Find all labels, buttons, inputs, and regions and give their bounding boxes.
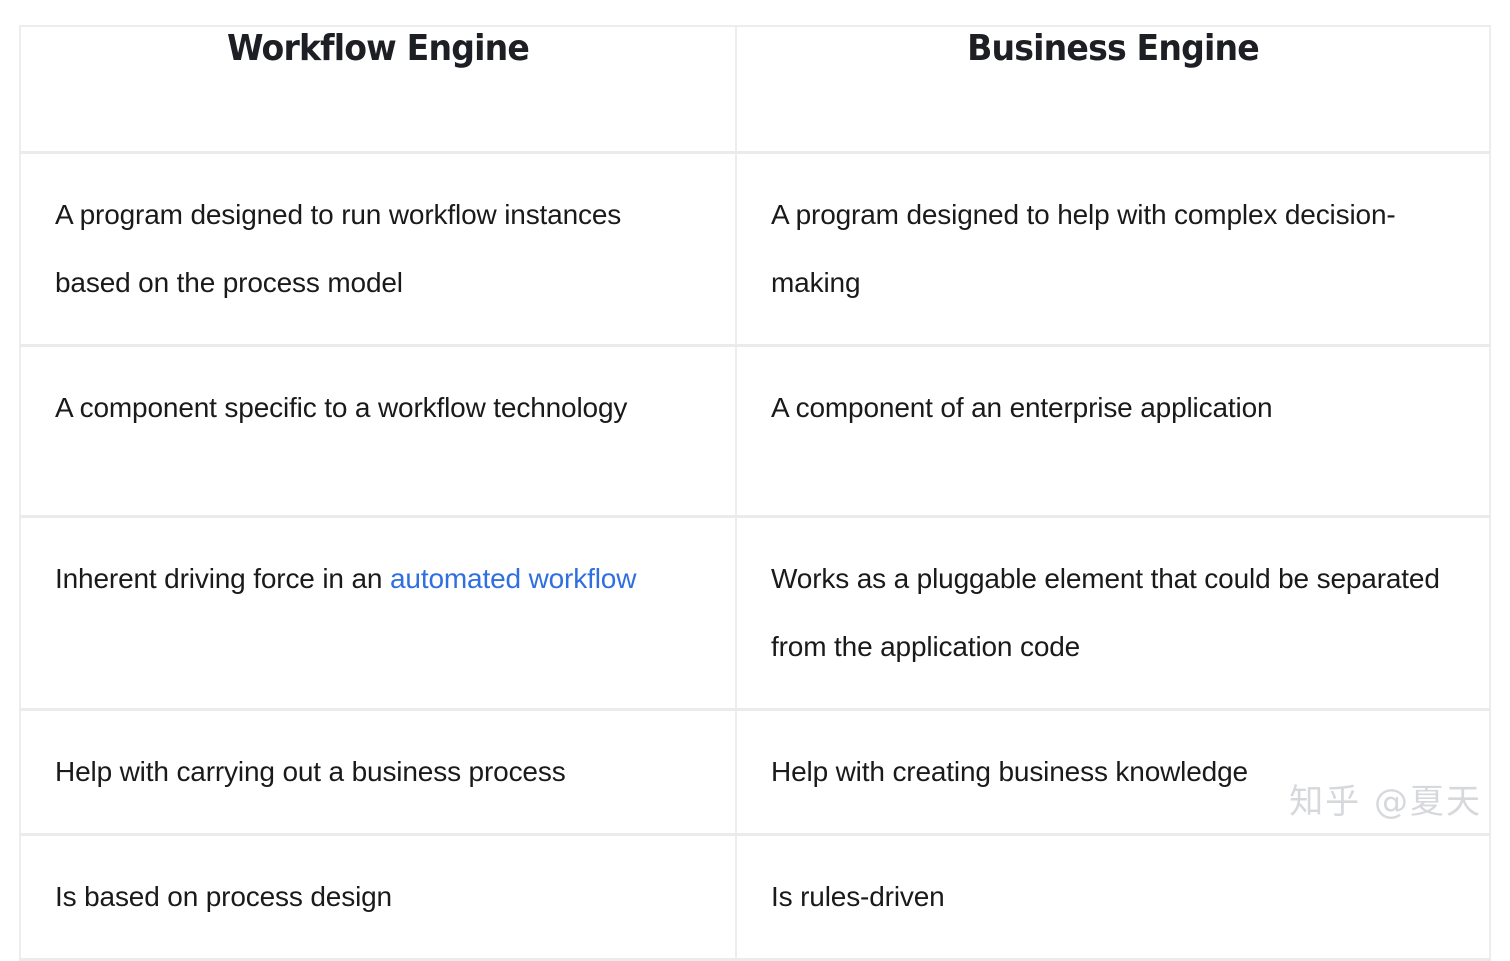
automated-workflow-link[interactable]: automated workflow (389, 563, 637, 594)
cell-text: Is rules-driven (771, 881, 945, 912)
table-header: Workflow Engine Business Engine (20, 26, 1490, 154)
cell-workflow-engine: Inherent driving force in an automated w… (20, 516, 736, 711)
page-root: Workflow Engine Business Engine A progra… (19, 25, 1491, 961)
cell-workflow-engine: Is based on process design (20, 834, 736, 961)
cell-business-engine: Works as a pluggable element that could … (735, 516, 1490, 711)
cell-business-engine: Help with creating business knowledge (735, 709, 1490, 836)
cell-text-prefix: Inherent driving force in an (55, 563, 390, 594)
cell-text: Inherent driving force in an automated w… (55, 545, 701, 613)
cell-text: A program designed to help with complex … (771, 199, 1396, 298)
cell-text: A component of an enterprise application (771, 392, 1273, 423)
table-row: A component specific to a workflow techn… (20, 345, 1490, 518)
column-header-workflow-engine: Workflow Engine (20, 26, 736, 154)
cell-text: Help with creating business knowledge (771, 756, 1248, 787)
cell-workflow-engine: Help with carrying out a business proces… (20, 709, 736, 836)
cell-text: A component specific to a workflow techn… (55, 392, 628, 423)
cell-workflow-engine: A program designed to run workflow insta… (20, 152, 736, 347)
cell-text: Works as a pluggable element that could … (771, 563, 1440, 662)
table-header-row: Workflow Engine Business Engine (20, 26, 1490, 154)
table-row: A program designed to run workflow insta… (20, 152, 1490, 347)
cell-text: A program designed to run workflow insta… (55, 199, 622, 298)
cell-text: Help with carrying out a business proces… (55, 756, 566, 787)
cell-business-engine: A program designed to help with complex … (735, 152, 1490, 347)
column-header-business-engine-label: Business Engine (967, 28, 1260, 69)
cell-text: Is based on process design (55, 881, 392, 912)
table-row: Is based on process design Is rules-driv… (20, 834, 1490, 961)
cell-business-engine: A component of an enterprise application (735, 345, 1490, 518)
column-header-workflow-engine-label: Workflow Engine (226, 28, 530, 69)
table-row: Help with carrying out a business proces… (20, 709, 1490, 836)
table-body: A program designed to run workflow insta… (20, 152, 1490, 961)
cell-workflow-engine: A component specific to a workflow techn… (20, 345, 736, 518)
cell-business-engine: Is rules-driven (735, 834, 1490, 961)
column-header-business-engine: Business Engine (735, 26, 1490, 154)
comparison-table: Workflow Engine Business Engine A progra… (19, 25, 1491, 961)
table-row: Inherent driving force in an automated w… (20, 516, 1490, 711)
